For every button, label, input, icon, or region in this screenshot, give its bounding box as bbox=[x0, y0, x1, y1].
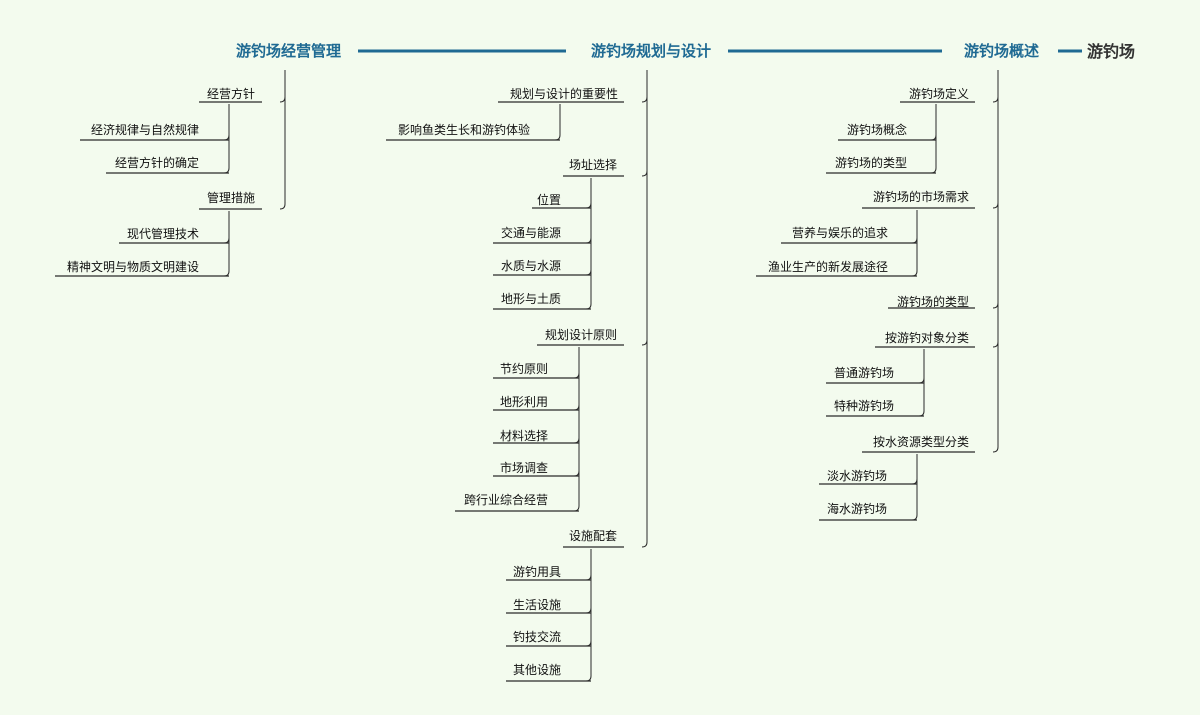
node-water-quality[interactable]: 水质与水源 bbox=[501, 259, 561, 273]
node-laws[interactable]: 经济规律与自然规律 bbox=[91, 122, 199, 137]
node-materials[interactable]: 材料选择 bbox=[500, 429, 548, 443]
node-by-water[interactable]: 按水资源类型分类 bbox=[873, 435, 969, 449]
node-determine[interactable]: 经营方针的确定 bbox=[115, 155, 199, 170]
node-nutrition[interactable]: 营养与娱乐的追求 bbox=[792, 225, 888, 240]
node-spiritual[interactable]: 精神文明与物质文明建设 bbox=[67, 259, 199, 274]
node-definition[interactable]: 游钓场定义 bbox=[909, 86, 969, 101]
node-ordinary[interactable]: 普通游钓场 bbox=[834, 366, 894, 380]
node-gear[interactable]: 游钓用具 bbox=[513, 565, 561, 579]
node-policy[interactable]: 经营方针 bbox=[207, 86, 255, 101]
node-concept[interactable]: 游钓场概念 bbox=[847, 122, 907, 137]
node-measures[interactable]: 管理措施 bbox=[207, 190, 255, 205]
node-special[interactable]: 特种游钓场 bbox=[834, 398, 894, 413]
node-cross-industry[interactable]: 跨行业综合经营 bbox=[464, 492, 548, 507]
root-topic[interactable]: 游钓场 bbox=[1087, 42, 1135, 61]
node-traffic[interactable]: 交通与能源 bbox=[501, 225, 561, 240]
node-types-2[interactable]: 游钓场的类型 bbox=[897, 294, 969, 309]
node-location[interactable]: 位置 bbox=[537, 192, 561, 207]
node-seawater[interactable]: 海水游钓场 bbox=[827, 501, 887, 516]
node-other-facilities[interactable]: 其他设施 bbox=[513, 663, 561, 677]
topic-overview[interactable]: 游钓场概述 bbox=[964, 42, 1039, 60]
topic-planning[interactable]: 游钓场规划与设计 bbox=[591, 42, 711, 60]
node-modern[interactable]: 现代管理技术 bbox=[127, 226, 199, 241]
node-principles[interactable]: 规划设计原则 bbox=[545, 327, 617, 342]
node-types[interactable]: 游钓场的类型 bbox=[835, 155, 907, 170]
node-living[interactable]: 生活设施 bbox=[513, 598, 561, 612]
node-market[interactable]: 游钓场的市场需求 bbox=[873, 189, 969, 204]
node-freshwater[interactable]: 淡水游钓场 bbox=[827, 469, 887, 483]
node-survey[interactable]: 市场调查 bbox=[500, 460, 548, 475]
node-terrain-use[interactable]: 地形利用 bbox=[500, 395, 548, 409]
node-by-object[interactable]: 按游钓对象分类 bbox=[885, 331, 969, 345]
node-saving[interactable]: 节约原则 bbox=[500, 361, 548, 376]
node-site[interactable]: 场址选择 bbox=[569, 158, 617, 172]
node-importance[interactable]: 规划与设计的重要性 bbox=[510, 86, 618, 101]
node-terrain[interactable]: 地形与土质 bbox=[501, 292, 561, 306]
node-fishery[interactable]: 渔业生产的新发展途径 bbox=[768, 259, 888, 274]
topic-management[interactable]: 游钓场经营管理 bbox=[236, 42, 341, 60]
node-facilities[interactable]: 设施配套 bbox=[569, 529, 617, 543]
node-impact[interactable]: 影响鱼类生长和游钓体验 bbox=[398, 122, 530, 137]
node-exchange[interactable]: 钓技交流 bbox=[513, 629, 561, 644]
